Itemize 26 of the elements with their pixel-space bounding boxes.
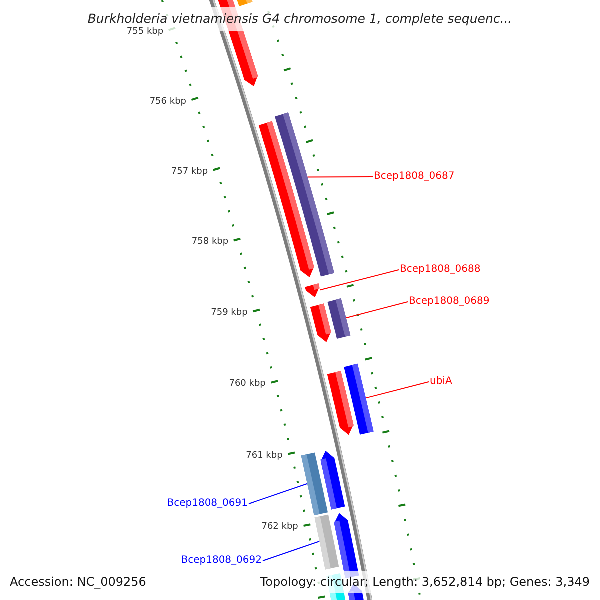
- gene-label: Bcep1808_0692: [181, 555, 262, 567]
- gene-label: Bcep1808_0687: [374, 171, 455, 183]
- leader-line: [320, 270, 400, 291]
- gene-label: Bcep1808_0688: [400, 264, 481, 276]
- tick-label: 757 kbp: [171, 166, 208, 177]
- leader-line: [346, 302, 408, 319]
- tick-label: 758 kbp: [192, 237, 229, 248]
- gene-feature: [314, 514, 340, 570]
- gene-feature: [328, 298, 351, 339]
- tick-label: 762 kbp: [262, 522, 298, 532]
- leader-line: [262, 541, 320, 562]
- gene-feature: [275, 112, 334, 277]
- gene-label: ubiA: [430, 376, 452, 388]
- gene-feature: [305, 284, 320, 298]
- tick-label: 761 kbp: [246, 450, 283, 460]
- leader-line: [307, 176, 374, 178]
- gene-label: Bcep1808_0689: [409, 296, 490, 308]
- tick-label: 755 kbp: [126, 27, 164, 38]
- tick-label: 760 kbp: [229, 379, 266, 390]
- leader-line: [366, 382, 430, 399]
- gene-feature: [344, 364, 374, 435]
- gene-feature: [301, 452, 328, 516]
- gene-label: Bcep1808_0691: [167, 498, 248, 510]
- tick-label: 759 kbp: [211, 308, 248, 318]
- leader-line: [248, 483, 308, 504]
- tick-label: 756 kbp: [150, 96, 186, 107]
